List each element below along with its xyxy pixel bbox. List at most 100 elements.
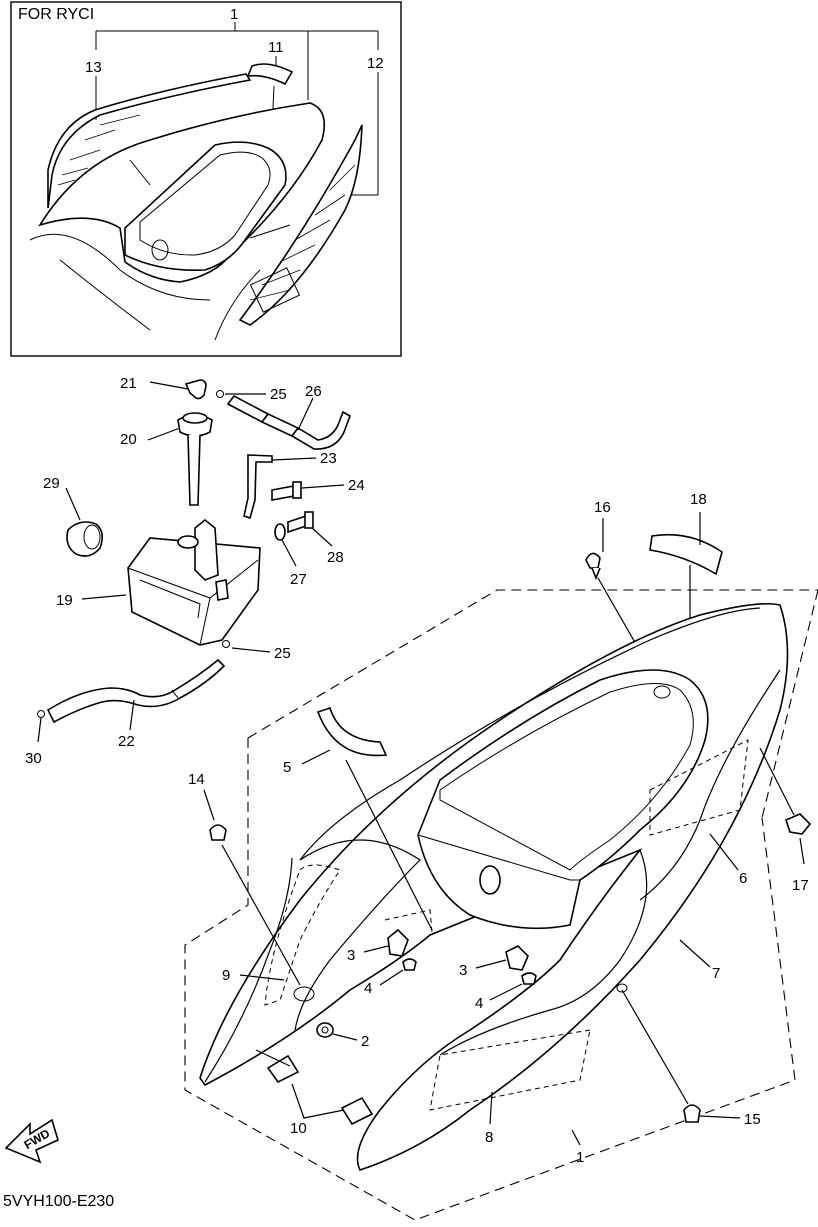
cowl-seat-opening: [417, 669, 709, 930]
part-26-hose-c: [290, 410, 351, 450]
callout-10: 10: [290, 1120, 307, 1137]
fwd-arrow-icon: [4, 1118, 59, 1164]
part-26-hose-a: [226, 394, 270, 424]
part-25-clip-top: [216, 390, 224, 398]
leader-26: [297, 397, 314, 431]
part-4-nut-right: [521, 972, 537, 985]
part-6-inner-panel: [649, 739, 749, 836]
callout-9: 9: [222, 967, 230, 984]
callout-5: 5: [283, 759, 291, 776]
leader-3a: [363, 945, 389, 953]
leader-25b: [231, 647, 271, 653]
cowl-tail-light-hole: [479, 865, 501, 895]
inset-callout-11: 11: [268, 39, 284, 56]
part-19-tank-outlet: [215, 579, 229, 601]
callout-17: 17: [792, 877, 809, 894]
callout-26: 26: [305, 383, 322, 400]
part-16-screw-shank: [591, 567, 601, 581]
part-4-nut-left: [402, 958, 417, 971]
callout-30: 30: [25, 750, 42, 767]
part-30-clip: [37, 710, 45, 718]
leader-4a: [379, 969, 404, 986]
callout-2: 2: [361, 1033, 369, 1050]
inset-stripe-13: [47, 73, 252, 209]
main-assembly: 18 16 5 6 7: [184, 491, 818, 1221]
leader-1: [571, 1129, 581, 1146]
leader-20: [147, 427, 181, 441]
leader-27: [281, 539, 297, 567]
leader-28: [311, 527, 333, 547]
leader-8: [489, 1091, 493, 1125]
callout-4a: 4: [364, 980, 372, 997]
diagram-code: 5VYH100-E230: [3, 1193, 114, 1210]
callout-25b: 25: [274, 645, 291, 662]
cowl-screw-hole-lower: [616, 983, 628, 993]
part-22-hose: [46, 658, 226, 724]
part-24-bolt-head: [292, 481, 302, 499]
inset-stripe-12-panel: [249, 267, 301, 313]
part-10-damper-right: [340, 1096, 374, 1126]
callout-21: 21: [120, 375, 137, 392]
leader-24: [301, 484, 345, 489]
callout-14: 14: [188, 771, 205, 788]
tank-assembly: 21 25 20 26 23 24 28 27: [25, 375, 365, 767]
part-10-damper-left: [266, 1054, 300, 1084]
leader-15: [621, 989, 741, 1119]
callout-16: 16: [594, 499, 611, 516]
part-29-grommet: [66, 521, 104, 557]
inset-title: FOR RYCI: [18, 6, 94, 23]
leader-22: [129, 699, 135, 731]
part-14-screw: [209, 824, 227, 841]
part-15-screw: [683, 1104, 701, 1123]
part-19-tank-rib: [139, 579, 201, 619]
inset-leader-lines: [129, 159, 291, 239]
part-23-bracket: [243, 454, 273, 520]
inset-tail-light-hole: [151, 239, 169, 261]
part-24-bolt: [271, 485, 295, 501]
callout-3a: 3: [347, 947, 355, 964]
leader-19: [81, 594, 127, 600]
cowl-seat-inner: [439, 682, 694, 871]
callout-7: 7: [712, 965, 720, 982]
leader-17: [759, 747, 805, 865]
part-9-inner-panel: [264, 864, 341, 1006]
leader-30: [37, 717, 42, 743]
part-17-nut: [785, 813, 812, 835]
part-21-elbow: [184, 379, 207, 400]
cowl-side-inner: [294, 839, 421, 1031]
inset-callout-12: 12: [367, 55, 384, 72]
part-20-cap-top: [182, 412, 208, 424]
part-27-washer: [274, 523, 286, 541]
part-28-bolt-head: [304, 511, 314, 529]
part-19-tank-neck: [194, 518, 219, 581]
part-2-washer-hole: [321, 1026, 329, 1034]
callout-24: 24: [348, 477, 365, 494]
inset-leader-12: [345, 72, 379, 196]
inset-emblem-part: [246, 63, 294, 86]
leader-23: [271, 457, 317, 461]
part-3-clip-left: [387, 928, 409, 957]
leader-5: [301, 749, 433, 931]
leader-9: [239, 974, 285, 981]
callout-3b: 3: [459, 962, 467, 979]
inset-panel: FOR RYCI 1 11 12 13: [10, 1, 402, 357]
inset-seat-opening: [124, 141, 287, 272]
part-2-washer: [316, 1022, 334, 1038]
inset-frame-lines: [29, 233, 261, 341]
callout-6: 6: [739, 870, 747, 887]
leader-10: [291, 1083, 345, 1119]
callout-29: 29: [43, 475, 60, 492]
assembly-boundary: [184, 589, 818, 1221]
cowl-tail-crease: [417, 834, 580, 881]
cowl-mount-hole: [293, 986, 315, 1002]
part-19-tank-edges: [127, 559, 259, 646]
callout-19: 19: [56, 592, 73, 609]
fwd-arrow: FWD: [4, 1118, 59, 1164]
callout-28: 28: [327, 549, 344, 566]
part-29-grommet-inner: [83, 524, 101, 550]
leader-2: [332, 1033, 358, 1041]
callout-18: 18: [690, 491, 707, 508]
part-16-screw: [585, 552, 601, 569]
